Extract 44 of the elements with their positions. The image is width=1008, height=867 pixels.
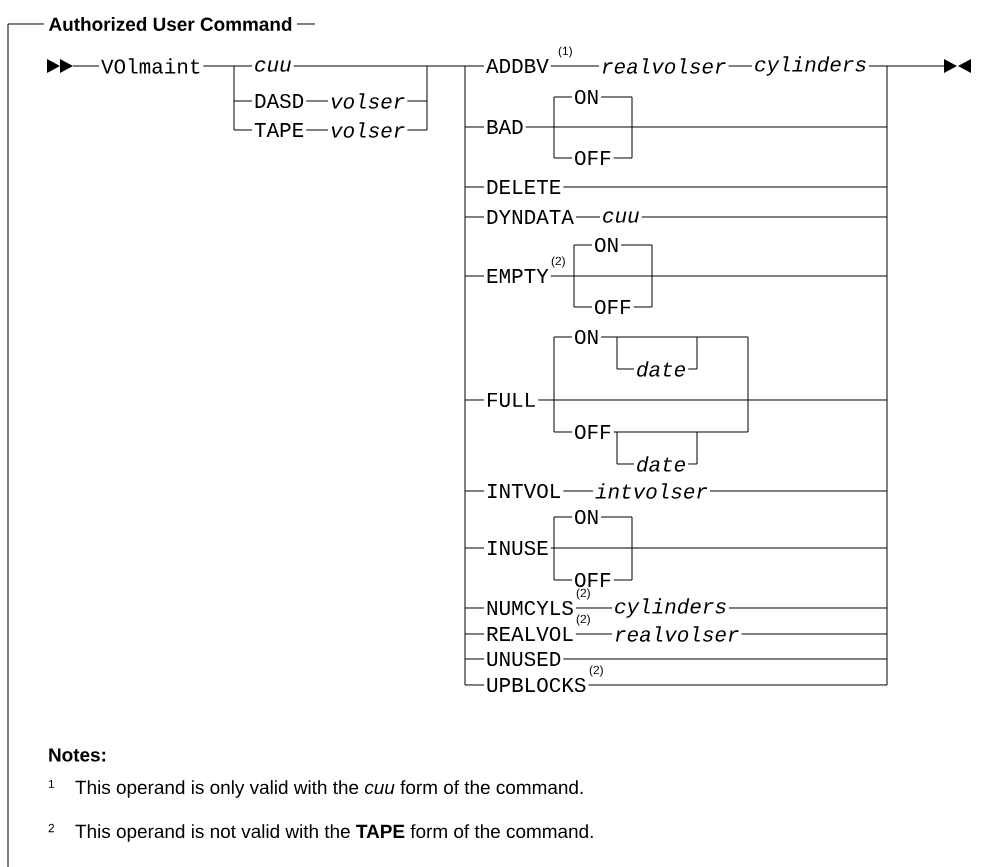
keyword: OFF <box>575 572 611 588</box>
note-number: 2 <box>48 823 55 833</box>
variable: realvolser <box>615 626 739 642</box>
variable: cylinders <box>755 56 866 76</box>
keyword: UPBLOCKS <box>487 677 586 693</box>
keyword: NUMCYLS <box>487 600 573 616</box>
keyword: ADDBV <box>486 59 549 73</box>
keyword: DYNDATA <box>487 210 574 224</box>
keyword: ON <box>575 89 598 105</box>
variable: realvolser <box>602 58 726 74</box>
keyword: DASD <box>255 93 304 109</box>
keyword: EMPTY <box>487 269 549 283</box>
keyword: VOlmaint <box>101 58 200 74</box>
note-text: This operand is only valid with the cuu form of the command. <box>75 780 583 798</box>
variable: date <box>637 456 685 472</box>
footnote-reference: (2) <box>576 588 590 600</box>
footnote-reference: (2) <box>589 665 603 677</box>
variable: cuu <box>603 211 639 223</box>
keyword: ON <box>595 237 618 253</box>
keyword: TAPE <box>254 123 304 137</box>
keyword: INTVOL <box>488 483 560 499</box>
variable: cylinders <box>615 598 726 618</box>
variable: intvolser <box>595 483 708 499</box>
variable: volser <box>331 122 405 138</box>
keyword: ON <box>575 329 598 345</box>
footnote-reference: (1) <box>558 46 572 58</box>
keyword: UNUSED <box>487 651 561 667</box>
footnote-reference: (2) <box>576 614 590 626</box>
note-text: This operand is not valid with the TAPE form of the command. <box>75 824 593 842</box>
variable: date <box>637 361 685 377</box>
keyword: OFF <box>595 299 631 315</box>
note-number: 1 <box>48 779 55 789</box>
variable: volser <box>331 93 405 109</box>
notes-heading: Notes: <box>49 748 106 762</box>
keyword: OFF <box>575 150 611 166</box>
keyword: INUSE <box>488 540 548 556</box>
variable: cuu <box>255 60 291 72</box>
keyword: DELETE <box>487 180 561 194</box>
keyword: REALVOL <box>487 626 573 642</box>
keyword: ON <box>575 509 598 525</box>
keyword: BAD <box>487 120 523 134</box>
keyword: OFF <box>575 424 611 440</box>
footnote-reference: (2) <box>551 256 565 268</box>
keyword: FULL <box>488 393 535 407</box>
